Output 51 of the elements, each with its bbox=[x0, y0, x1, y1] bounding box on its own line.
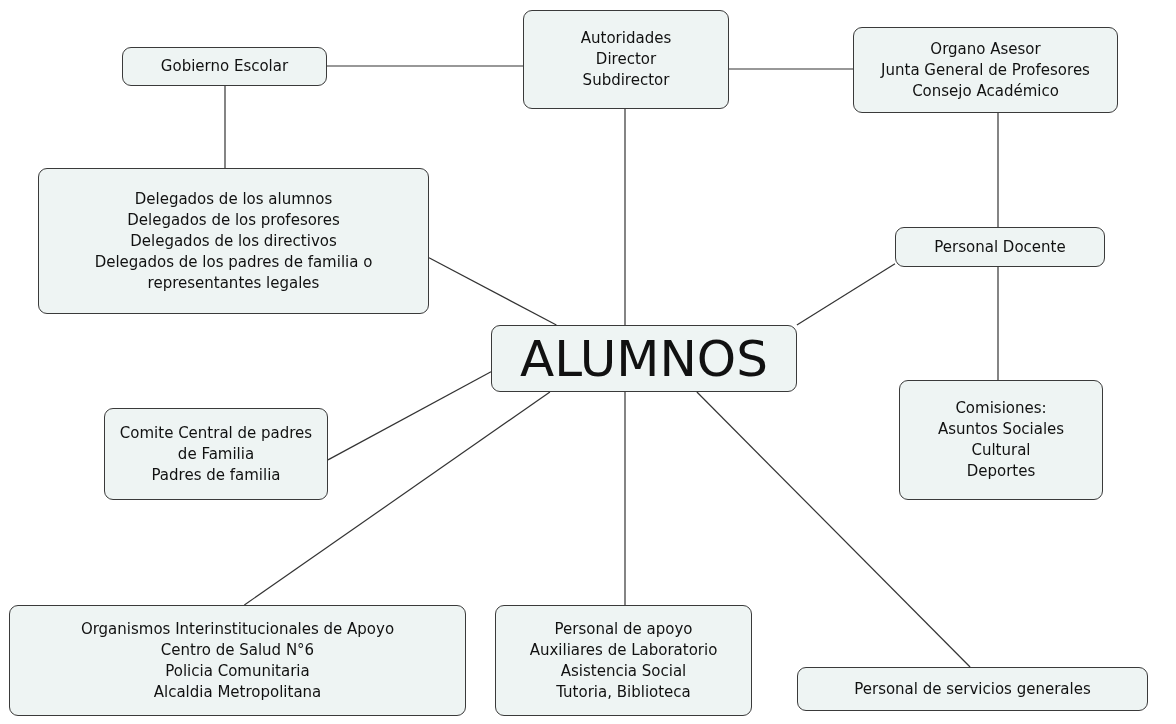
node-text: Autoridades bbox=[580, 28, 672, 49]
node-text: Alcaldia Metropolitana bbox=[153, 681, 322, 703]
concept-box bbox=[9, 605, 466, 716]
node-text: Organismos Interinstitucionales de Apoyo bbox=[80, 618, 395, 640]
node-text: Comite Central de padres de Familia bbox=[118, 422, 314, 465]
concept-box bbox=[797, 667, 1148, 711]
node-text: Junta General de Profesores bbox=[881, 59, 1090, 81]
concept-box bbox=[38, 168, 429, 314]
connector-line bbox=[326, 65, 524, 67]
connector-line bbox=[224, 85, 226, 169]
node-text: Auxiliares de Laboratorio bbox=[529, 639, 718, 661]
connector-line bbox=[997, 266, 999, 381]
connector-line bbox=[243, 391, 551, 606]
connector-line bbox=[327, 371, 492, 461]
node-text: Personal de apoyo bbox=[554, 618, 693, 640]
node-text: Padres de familia bbox=[151, 464, 281, 486]
concept-box bbox=[899, 380, 1103, 500]
concept-box bbox=[104, 408, 328, 500]
node-text: Cultural bbox=[971, 440, 1031, 461]
node-text: Deportes bbox=[966, 461, 1036, 482]
concept-box bbox=[895, 227, 1105, 267]
concept-box bbox=[495, 605, 752, 716]
node-text: Asuntos Sociales bbox=[937, 419, 1065, 440]
node-text: Centro de Salud N°6 bbox=[160, 639, 315, 661]
central-concept-box bbox=[491, 325, 797, 392]
node-text: Organo Asesor bbox=[930, 38, 1041, 60]
node-text: Policia Comunitaria bbox=[165, 660, 310, 682]
concept-box bbox=[523, 10, 729, 109]
node-text: Tutoria, Biblioteca bbox=[556, 681, 691, 703]
node-text: Gobierno Escolar bbox=[160, 56, 289, 77]
connector-line bbox=[997, 112, 999, 228]
node-text: Personal Docente bbox=[934, 236, 1066, 258]
connector-line bbox=[624, 391, 626, 606]
node-text: Delegados de los padres de familia o representantes legales bbox=[93, 251, 374, 294]
node-text: Comisiones: bbox=[955, 398, 1047, 419]
node-text: Consejo Académico bbox=[912, 80, 1059, 102]
node-text: Director bbox=[595, 49, 657, 70]
connector-line bbox=[428, 257, 557, 326]
connector-line bbox=[796, 263, 896, 326]
connector-line bbox=[728, 68, 854, 70]
node-text: Delegados de los directivos bbox=[130, 230, 337, 252]
node-text: Personal de servicios generales bbox=[854, 678, 1091, 700]
node-text: Subdirector bbox=[582, 70, 670, 91]
node-text: Delegados de los alumnos bbox=[134, 188, 333, 210]
connector-line bbox=[696, 391, 971, 668]
node-text: ALUMNOS bbox=[520, 330, 768, 387]
node-text: Asistencia Social bbox=[560, 660, 687, 682]
connector-line bbox=[624, 108, 626, 326]
node-text: Delegados de los profesores bbox=[127, 209, 340, 231]
concept-box bbox=[122, 47, 327, 86]
concept-box bbox=[853, 27, 1118, 113]
